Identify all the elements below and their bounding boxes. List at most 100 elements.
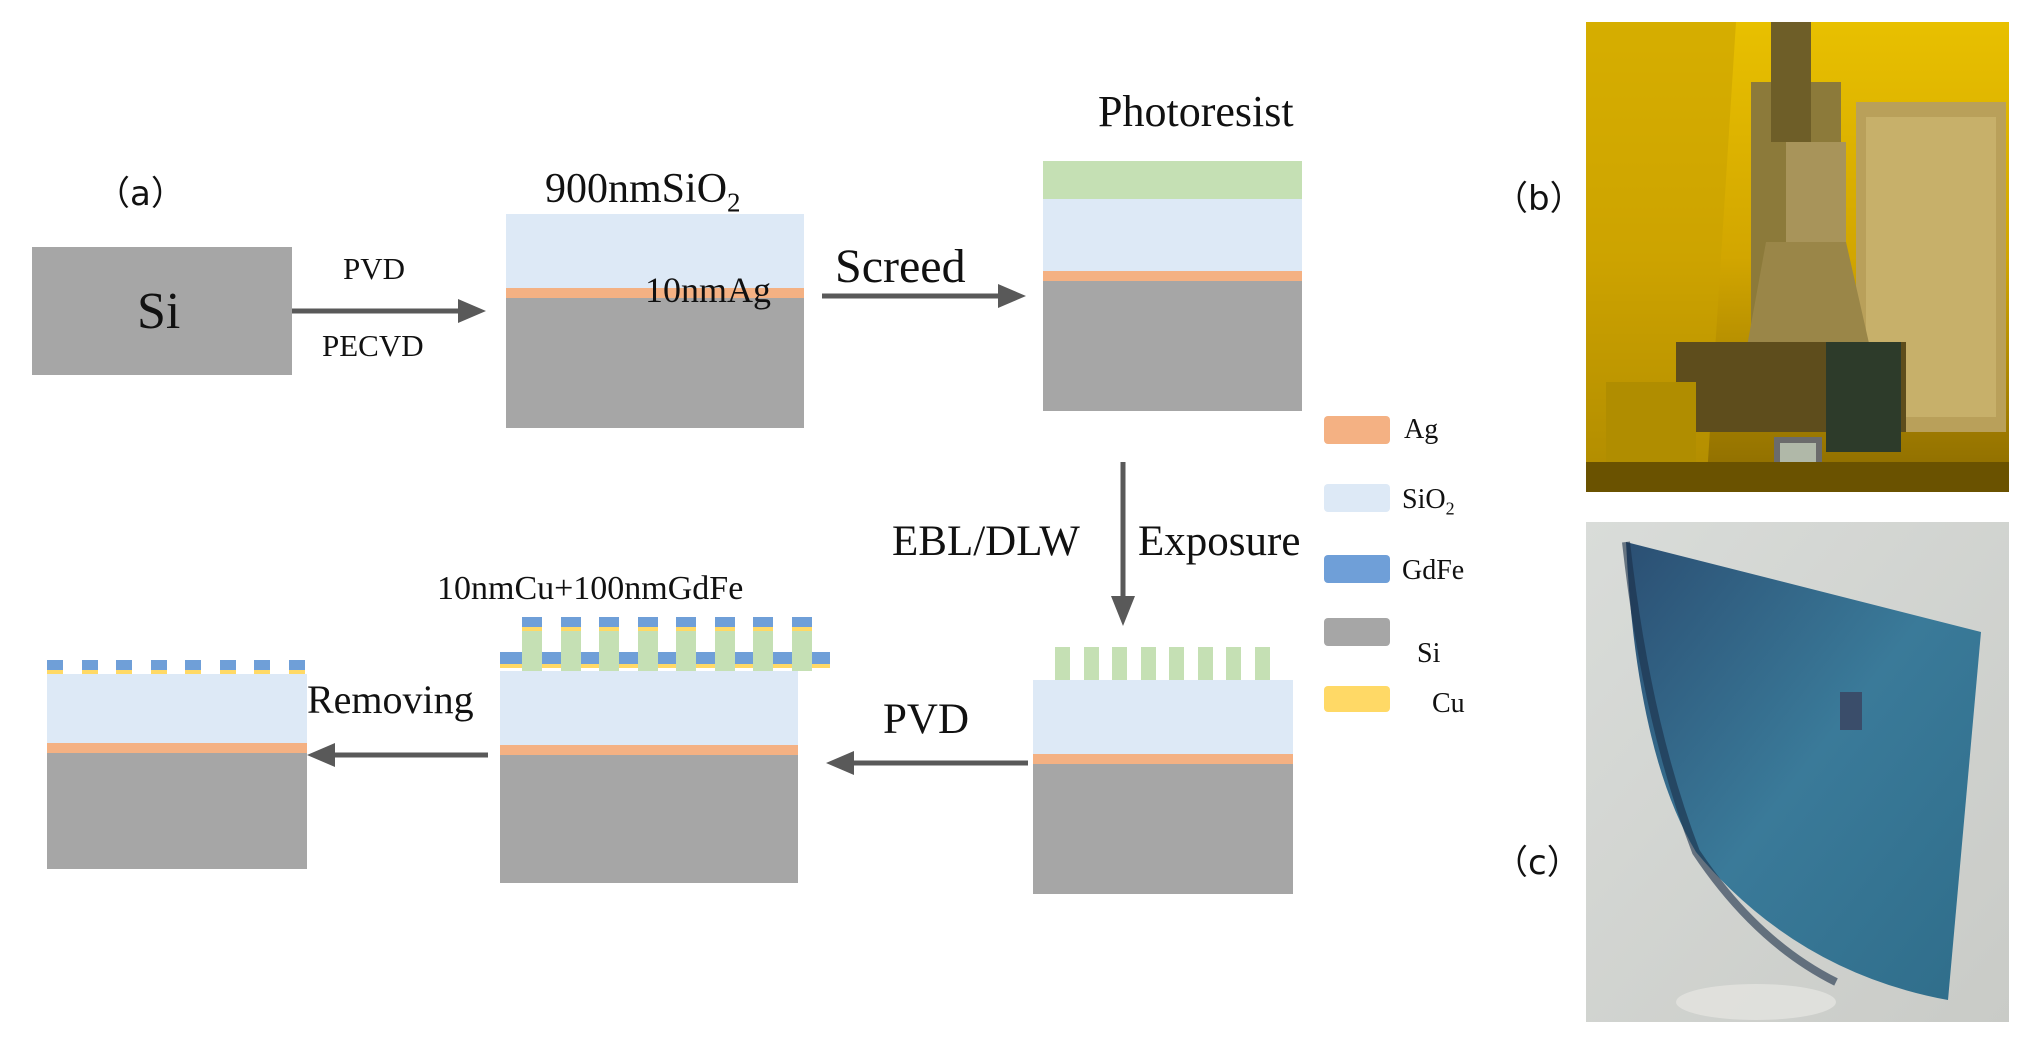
pillar-gdfe-cap xyxy=(599,617,619,627)
legend-swatch-gdfe xyxy=(1324,555,1390,583)
step5-ag-layer xyxy=(500,745,798,755)
pillar-cu-cap xyxy=(714,627,735,631)
legend-label-si: Si xyxy=(1417,638,1441,669)
island-cu xyxy=(150,670,167,674)
legend-swatch-cu xyxy=(1324,686,1390,712)
pillar-cu-cap xyxy=(560,627,581,631)
island-cu xyxy=(219,670,236,674)
pillar-cu-cap xyxy=(791,627,812,631)
pillar-gdfe-cap xyxy=(522,617,542,627)
gap-cu xyxy=(773,664,792,668)
pillar-cu-cap xyxy=(522,627,542,631)
cu-gdfe-label: 10nmCu+100nmGdFe xyxy=(437,570,744,607)
photoresist-bar xyxy=(1083,647,1099,680)
lab-equipment-photo xyxy=(1586,22,2009,492)
panel-label-a: （a） xyxy=(96,174,185,214)
gap-cu xyxy=(811,664,830,668)
pecvd-label: PECVD xyxy=(322,328,424,363)
pillar-photoresist xyxy=(791,631,812,671)
gap-gdfe xyxy=(619,652,638,664)
gap-gdfe xyxy=(657,652,676,664)
arrow-screed xyxy=(822,284,1026,308)
step5-sio2-layer xyxy=(500,671,798,745)
island-cu xyxy=(116,670,132,674)
legend-swatch-sio2 xyxy=(1324,484,1390,512)
island-gdfe xyxy=(254,660,270,670)
gap-cu xyxy=(734,664,753,668)
step6-sio2-layer xyxy=(47,674,307,743)
island-gdfe xyxy=(116,660,132,670)
si-substrate-block xyxy=(32,247,292,375)
exposure-label: Exposure xyxy=(1138,518,1301,565)
ag-thickness-label: 10nmAg xyxy=(645,270,771,310)
pillar-gdfe-cap xyxy=(714,617,735,627)
gap-cu xyxy=(657,664,676,668)
island-cu xyxy=(47,670,63,674)
photoresist-bar xyxy=(1112,647,1127,680)
photoresist-label: Photoresist xyxy=(1098,87,1294,136)
legend-swatch-ag xyxy=(1324,416,1390,444)
pillar-cu-cap xyxy=(753,627,773,631)
island-gdfe xyxy=(219,660,236,670)
island-gdfe xyxy=(47,660,63,670)
photoresist-bar xyxy=(1254,647,1270,680)
pillar-gdfe-cap xyxy=(637,617,658,627)
gap-gdfe xyxy=(696,652,715,664)
gap-cu xyxy=(542,664,561,668)
step2-si-layer xyxy=(506,298,804,428)
gap-gdfe xyxy=(500,652,522,664)
photoresist-bar xyxy=(1226,647,1241,680)
screed-label: Screed xyxy=(835,240,966,293)
pillar-photoresist xyxy=(560,631,581,671)
photoresist-bar xyxy=(1140,647,1156,680)
gap-cu xyxy=(696,664,715,668)
photoresist-bar xyxy=(1197,647,1213,680)
step6-ag-layer xyxy=(47,743,307,753)
legend-label-gdfe: GdFe xyxy=(1402,555,1465,586)
pillar-photoresist xyxy=(599,631,619,671)
pillar-gdfe-cap xyxy=(791,617,812,627)
arrow-removing xyxy=(307,743,488,767)
step3-ag-layer xyxy=(1043,271,1302,281)
island-cu xyxy=(288,670,305,674)
arrow-pvd-pecvd xyxy=(292,299,486,323)
step3-sio2-layer xyxy=(1043,199,1302,271)
wafer-sample-photo xyxy=(1586,522,2009,1022)
step4-ag-layer xyxy=(1033,754,1293,764)
si-substrate-label: Si xyxy=(137,283,181,340)
panel-label-b: （b） xyxy=(1494,179,1584,219)
exposure-method-label: EBL/DLW xyxy=(892,518,1080,565)
pillar-photoresist xyxy=(714,631,735,671)
pillar-cu-cap xyxy=(676,627,696,631)
step3-photoresist-layer xyxy=(1043,161,1302,199)
step4-sio2-layer xyxy=(1033,680,1293,754)
gap-gdfe xyxy=(773,652,792,664)
panel-label-c: （c） xyxy=(1494,843,1581,883)
legend-label-sio2: SiO2 xyxy=(1402,484,1455,519)
pillar-photoresist xyxy=(637,631,658,671)
island-gdfe xyxy=(185,660,201,670)
pillar-gdfe-cap xyxy=(676,617,696,627)
step2-sio2-layer xyxy=(506,214,804,288)
gap-cu xyxy=(500,664,522,668)
gap-gdfe xyxy=(811,652,830,664)
gap-gdfe xyxy=(542,652,561,664)
pillar-cu-cap xyxy=(599,627,619,631)
photoresist-bar xyxy=(1169,647,1184,680)
step6-si-layer xyxy=(47,753,307,869)
photoresist-bar xyxy=(1055,647,1070,680)
pillar-photoresist xyxy=(522,631,542,671)
step4-si-layer xyxy=(1033,764,1293,894)
island-cu xyxy=(254,670,270,674)
island-cu xyxy=(81,670,98,674)
pillar-photoresist xyxy=(676,631,696,671)
sio2-thickness-label: 900nmSiO2 xyxy=(545,166,741,218)
step2-ag-layer xyxy=(506,288,804,298)
pillar-gdfe-cap xyxy=(753,617,773,627)
island-gdfe xyxy=(288,660,305,670)
gap-cu xyxy=(580,664,599,668)
pvd-label-bottom: PVD xyxy=(883,696,970,743)
pillar-gdfe-cap xyxy=(560,617,581,627)
gap-cu xyxy=(619,664,638,668)
